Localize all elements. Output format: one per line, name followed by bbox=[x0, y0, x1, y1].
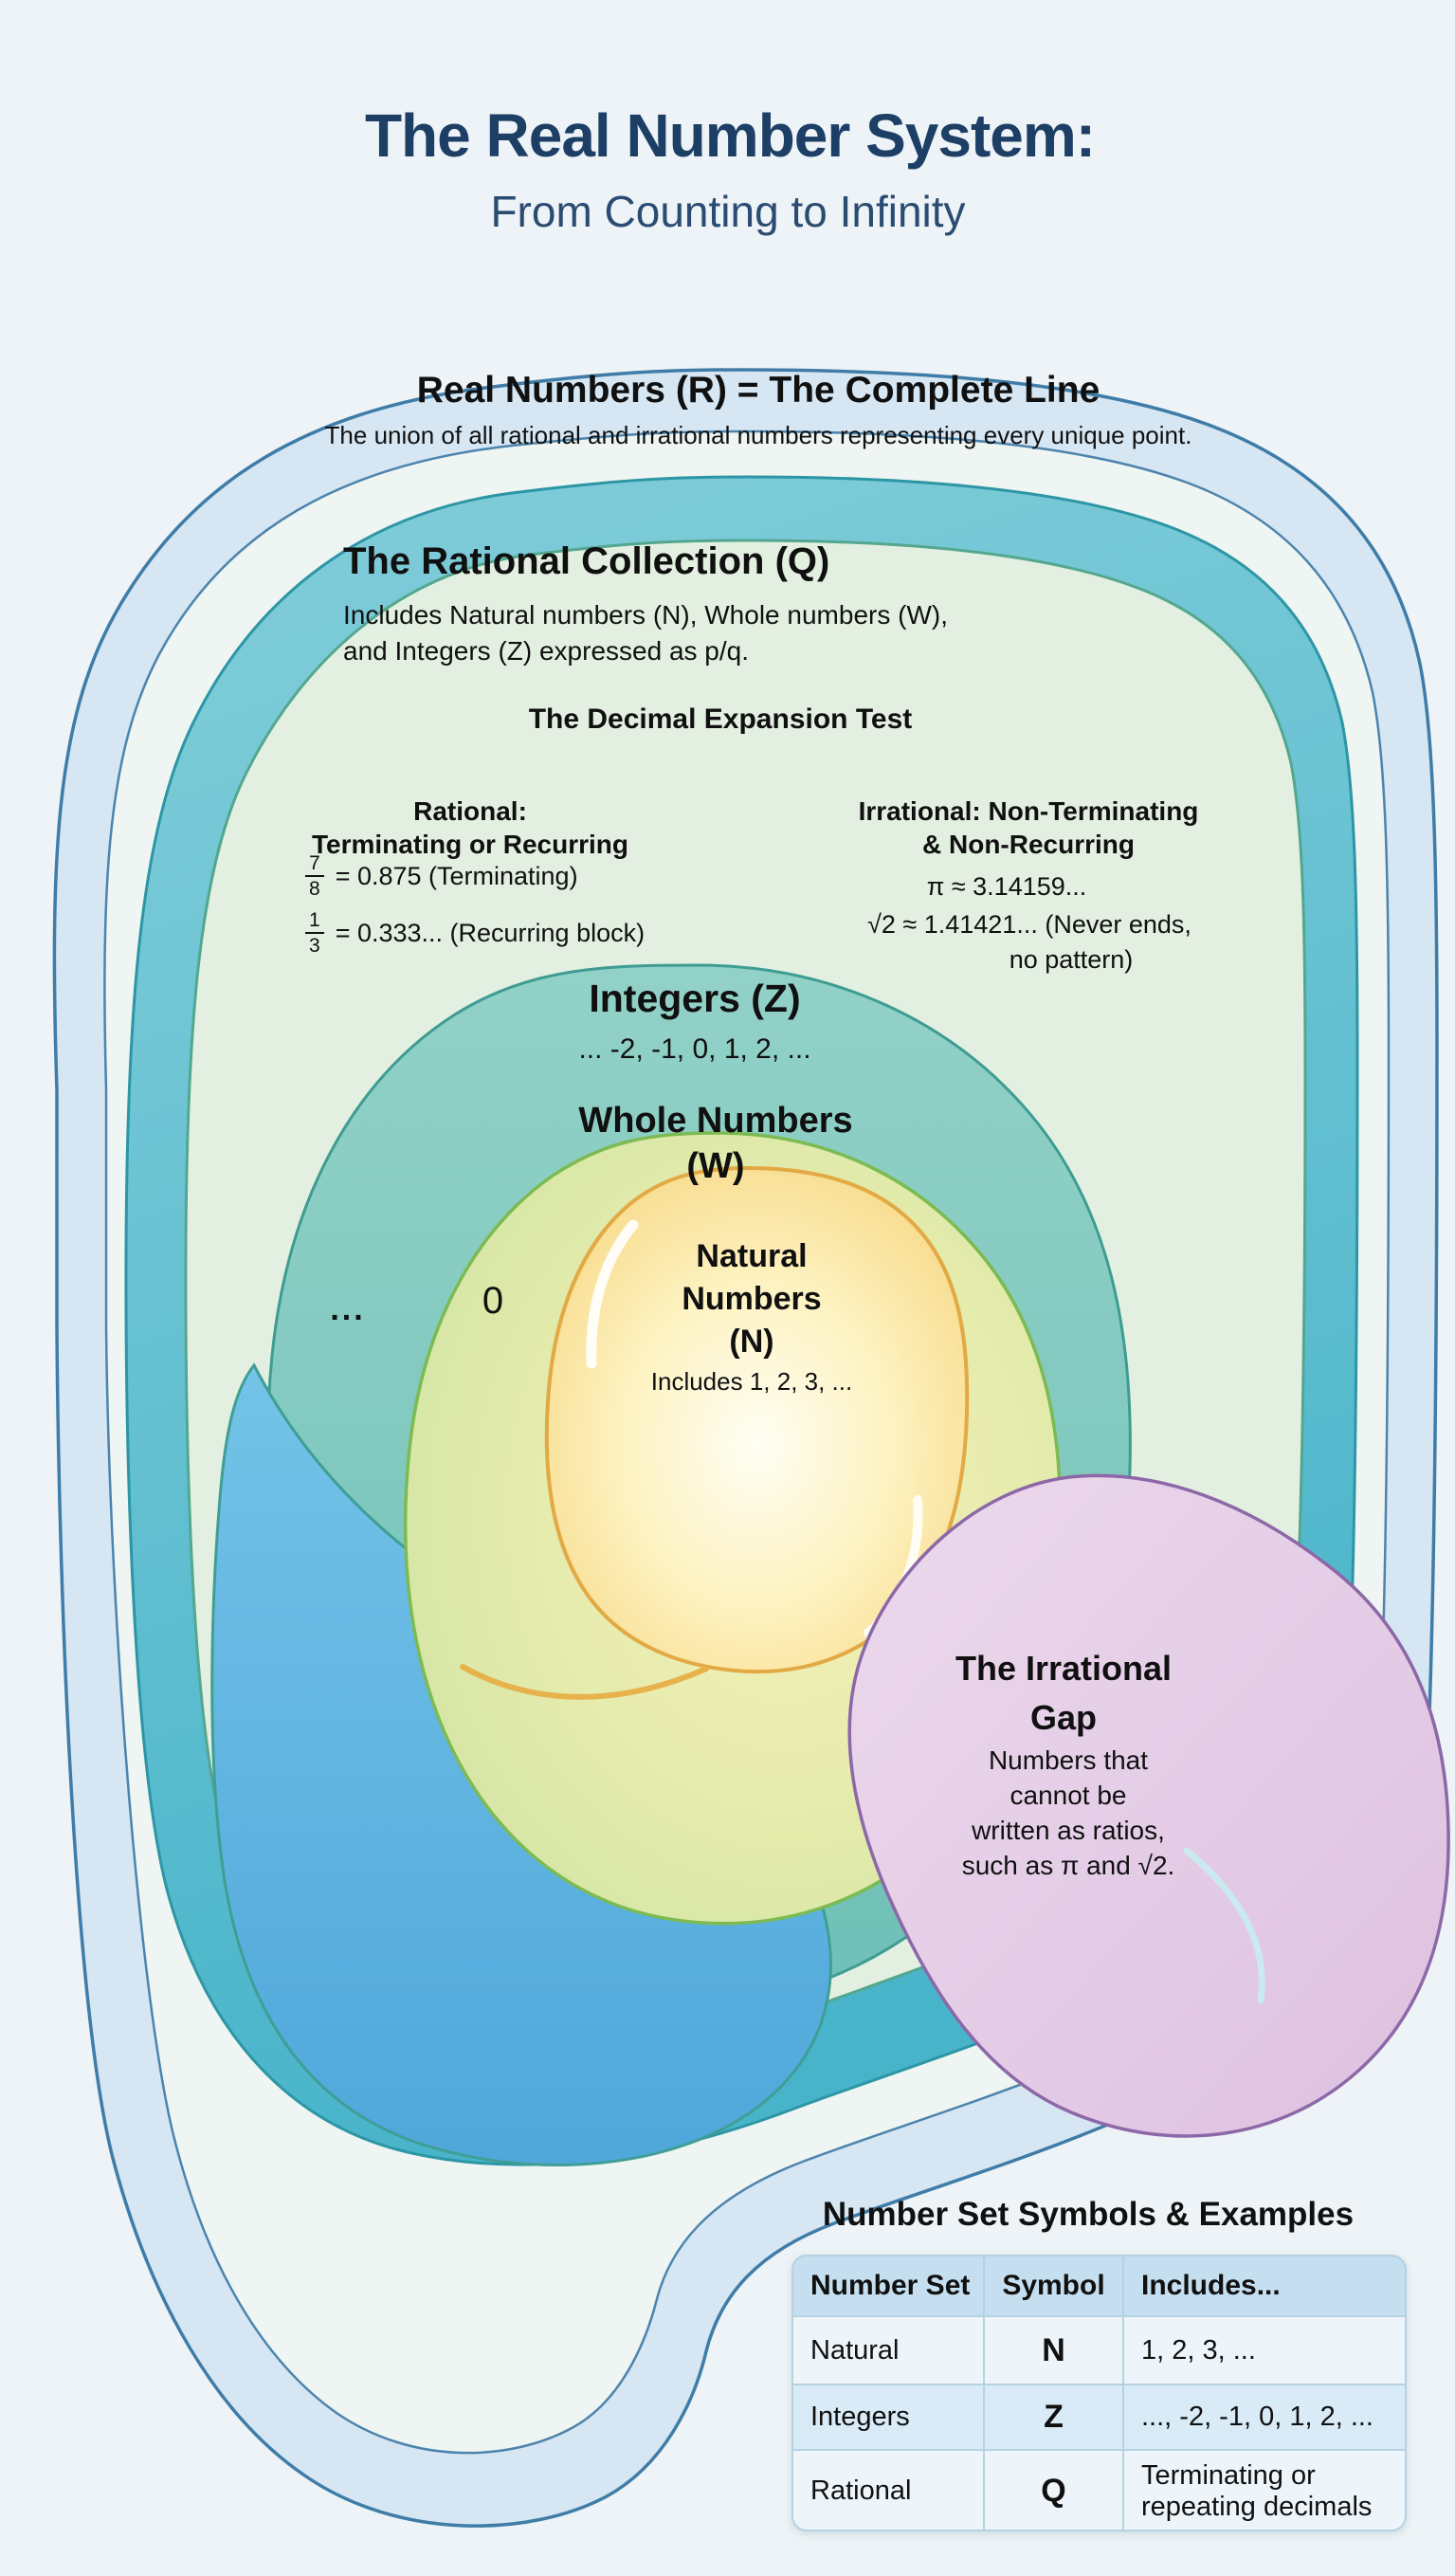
page-title: The Real Number System: bbox=[364, 101, 1096, 170]
natural-numbers-title: Natural Numbers (N) bbox=[682, 1235, 821, 1363]
fraction-denominator: 8 bbox=[309, 878, 320, 900]
teal-highlight-swoosh bbox=[1183, 1847, 1265, 2004]
irrational-column-heading: Irrational: Non-Terminating & Non-Recurr… bbox=[859, 795, 1199, 861]
sqrt2-example-line2: no pattern) bbox=[1009, 945, 1134, 974]
rational-collection-title: The Rational Collection (Q) bbox=[343, 540, 830, 582]
rational-heading-line1: Rational: bbox=[413, 796, 527, 826]
rational-description-line1: Includes Natural numbers (N), Whole numb… bbox=[343, 600, 948, 630]
natural-title-line3: (N) bbox=[729, 1324, 774, 1360]
integers-examples: ... -2, -1, 0, 1, 2, ... bbox=[578, 1033, 811, 1065]
zero-label: 0 bbox=[482, 1280, 504, 1322]
terminating-example-text: = 0.875 (Terminating) bbox=[335, 861, 578, 890]
natural-highlight-left bbox=[586, 1219, 639, 1369]
natural-numbers-description: Includes 1, 2, 3, ... bbox=[650, 1367, 853, 1396]
rational-description-line2: and Integers (Z) expressed as p/q. bbox=[343, 636, 749, 666]
irrational-gap-body-line3: written as ratios, bbox=[972, 1816, 1165, 1845]
decimal-test-title: The Decimal Expansion Test bbox=[528, 703, 913, 735]
table-header-symbol: Symbol bbox=[985, 2256, 1122, 2315]
whole-numbers-title: Whole Numbers (W) bbox=[578, 1098, 852, 1189]
pi-example: π ≈ 3.14159... bbox=[926, 872, 1087, 901]
real-numbers-description: The union of all rational and irrational… bbox=[324, 421, 1192, 449]
table-row-rational-symbol: Q bbox=[985, 2451, 1122, 2530]
table-header-number-set: Number Set bbox=[793, 2256, 983, 2315]
irrational-heading-line2: & Non-Recurring bbox=[921, 830, 1135, 859]
irrational-gap-title-line1: The Irrational bbox=[955, 1649, 1173, 1688]
table-row-integers-set: Integers bbox=[793, 2385, 983, 2449]
irrational-gap-body-line1: Numbers that bbox=[988, 1745, 1149, 1775]
negative-ellipsis-label: ... bbox=[330, 1291, 366, 1327]
sqrt2-example-line1: √2 ≈ 1.41421... (Never ends, bbox=[867, 910, 1191, 939]
table-row-integers-includes: ..., -2, -1, 0, 1, 2, ... bbox=[1124, 2385, 1405, 2449]
table-header-includes: Includes... bbox=[1124, 2256, 1405, 2315]
whole-title-line1: Whole Numbers bbox=[578, 1101, 853, 1141]
irrational-gap-title: The Irrational Gap bbox=[955, 1644, 1172, 1743]
table-row-integers-symbol: Z bbox=[985, 2385, 1122, 2449]
fraction-numerator: 1 bbox=[305, 908, 324, 934]
table-row-natural-symbol: N bbox=[985, 2317, 1122, 2384]
rational-collection-description: Includes Natural numbers (N), Whole numb… bbox=[343, 597, 948, 669]
natural-title-line2: Numbers bbox=[682, 1281, 822, 1317]
natural-numbers-region bbox=[544, 1165, 970, 1674]
irrational-gap-region bbox=[847, 1473, 1450, 2138]
recurring-example: 1 3 = 0.333... (Recurring block) bbox=[305, 908, 645, 958]
fraction-denominator: 3 bbox=[309, 935, 320, 957]
table-row-natural-includes: 1, 2, 3, ... bbox=[1124, 2317, 1405, 2384]
irrational-gap-title-line2: Gap bbox=[1029, 1698, 1098, 1737]
symbols-table-title: Number Set Symbols & Examples bbox=[822, 2196, 1355, 2233]
rational-heading-line2: Terminating or Recurring bbox=[312, 830, 628, 859]
rational-column-heading: Rational: Terminating or Recurring bbox=[312, 795, 628, 861]
natural-title-line1: Natural bbox=[696, 1238, 808, 1274]
natural-swoosh-decoration bbox=[460, 1664, 709, 1700]
terminating-example: 7 8 = 0.875 (Terminating) bbox=[305, 851, 578, 901]
fraction-one-third: 1 3 bbox=[305, 908, 324, 958]
symbols-table: Number Set Symbol Includes... Natural N … bbox=[791, 2255, 1407, 2531]
integers-title: Integers (Z) bbox=[589, 977, 801, 1020]
table-row-natural-set: Natural bbox=[793, 2317, 983, 2384]
recurring-example-text: = 0.333... (Recurring block) bbox=[335, 918, 646, 947]
fraction-seven-eighths: 7 8 bbox=[305, 851, 324, 901]
page-subtitle: From Counting to Infinity bbox=[490, 187, 966, 236]
irrational-gap-body-line2: cannot be bbox=[1009, 1781, 1127, 1810]
irrational-gap-body-line4: such as π and √2. bbox=[961, 1851, 1175, 1880]
whole-title-line2: (W) bbox=[686, 1146, 745, 1186]
irrational-heading-line1: Irrational: Non-Terminating bbox=[858, 796, 1199, 826]
irrational-gap-description: Numbers that cannot be written as ratios… bbox=[962, 1743, 1175, 1883]
fraction-numerator: 7 bbox=[305, 851, 324, 877]
table-row-rational-set: Rational bbox=[793, 2451, 983, 2530]
table-row-rational-includes: Terminating or repeating decimals bbox=[1124, 2451, 1405, 2530]
real-numbers-title: Real Numbers (R) = The Complete Line bbox=[416, 370, 1100, 411]
